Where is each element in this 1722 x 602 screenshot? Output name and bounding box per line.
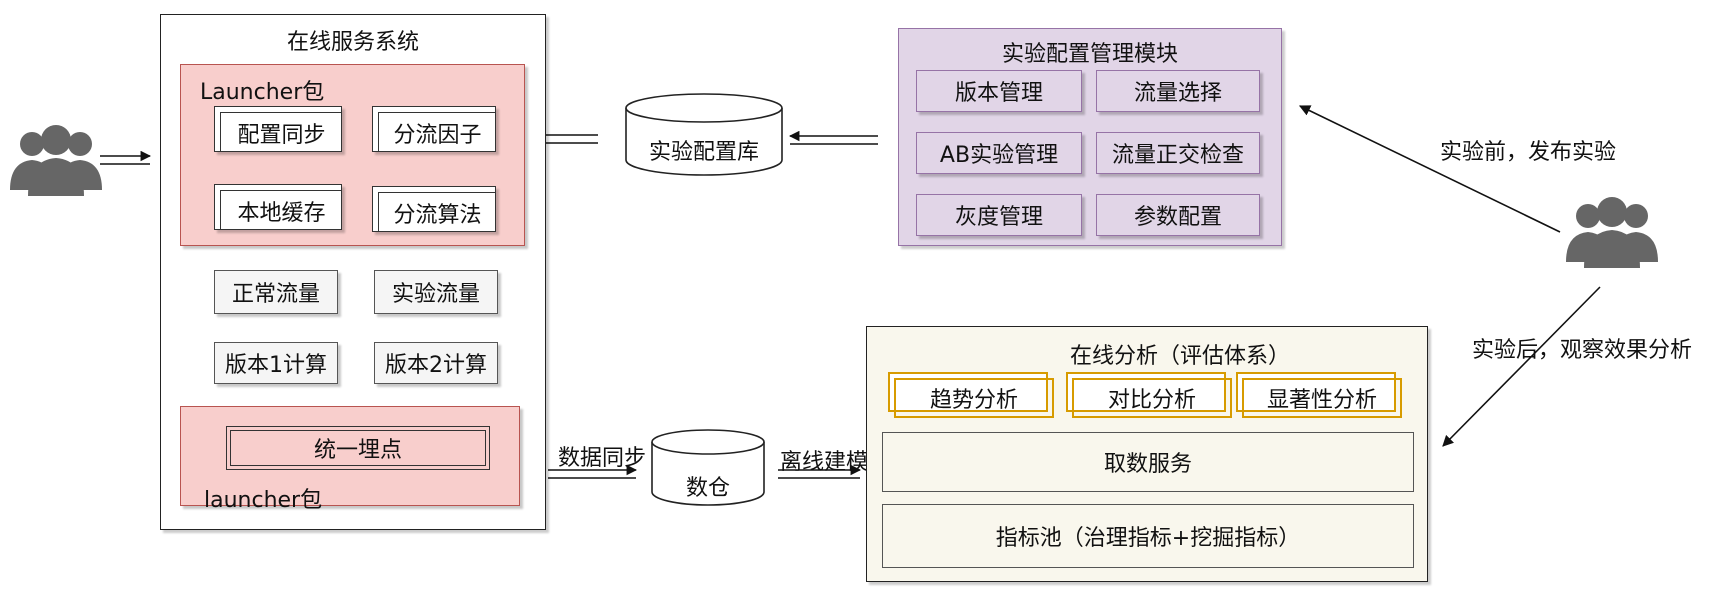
- trend-analysis-label: 趋势分析: [929, 388, 1018, 413]
- launcher-package-bottom: [180, 406, 520, 506]
- offline-modeling-label: 离线建模: [780, 450, 869, 475]
- significance-analysis-box: 显著性分析: [1242, 378, 1402, 418]
- config-module-title: 实验配置管理模块: [1001, 42, 1178, 67]
- orthogonal-check-label: 流量正交检查: [1111, 143, 1244, 168]
- fetch-service-label: 取数服务: [1103, 452, 1192, 477]
- metric-pool-label: 指标池（治理指标+挖掘指标）: [995, 526, 1301, 551]
- config-module-item-ab-management: AB实验管理: [916, 132, 1082, 174]
- data-sync-label: 数据同步: [558, 446, 647, 471]
- version1-compute-box: 版本1计算: [214, 342, 338, 384]
- compare-analysis-label: 对比分析: [1107, 388, 1196, 413]
- split-algorithm-box: 分流算法: [378, 192, 496, 232]
- trend-analysis-box: 趋势分析: [894, 378, 1054, 418]
- config-sync-box: 配置同步: [220, 112, 342, 152]
- online-service-system-title: 在线服务系统: [286, 30, 419, 55]
- experiment-traffic-box: 实验流量: [374, 270, 498, 314]
- local-cache-label: 本地缓存: [237, 200, 326, 226]
- experiment-traffic-label: 实验流量: [391, 282, 480, 307]
- version-management-label: 版本管理: [954, 81, 1043, 106]
- version1-compute-label: 版本1计算: [225, 353, 327, 378]
- config-sync-label: 配置同步: [237, 122, 326, 148]
- launcher-package-top-label: Launcher包: [200, 80, 325, 105]
- after-experiment-label: 实验后，观察效果分析: [1472, 338, 1693, 363]
- split-factor-outer: [372, 106, 496, 152]
- version2-compute-label: 版本2计算: [385, 353, 487, 378]
- data-warehouse-cylinder: [651, 429, 765, 506]
- fetch-service-box: 取数服务: [882, 432, 1414, 492]
- config-module-item-parameter-config: 参数配置: [1096, 194, 1260, 236]
- config-db-cylinder: [625, 93, 783, 176]
- config-db-label: 实验配置库: [648, 140, 759, 165]
- significance-analysis-label: 显著性分析: [1266, 388, 1377, 413]
- config-module-item-orthogonal-check: 流量正交检查: [1096, 132, 1260, 174]
- users-icon-right: [1566, 197, 1658, 268]
- unified-tracking-outer: [226, 426, 490, 470]
- before-experiment-label: 实验前，发布实验: [1440, 140, 1617, 165]
- split-factor-label: 分流因子: [393, 122, 482, 148]
- split-algorithm-label: 分流算法: [393, 202, 482, 228]
- ab-management-label: AB实验管理: [939, 143, 1059, 168]
- unified-tracking-label: 统一埋点: [313, 438, 402, 463]
- online-analysis-title: 在线分析（评估体系）: [1070, 344, 1291, 369]
- local-cache-box: 本地缓存: [220, 190, 342, 230]
- config-sync-outer: [214, 106, 342, 152]
- normal-traffic-label: 正常流量: [231, 282, 320, 307]
- users-icon: [10, 125, 102, 196]
- config-module-item-gray-release: 灰度管理: [916, 194, 1082, 236]
- unified-tracking-box: 统一埋点: [230, 430, 486, 466]
- arrow-user-to-analysis: [1442, 286, 1601, 447]
- launcher-package-bottom-label: launcher包: [204, 488, 323, 513]
- data-warehouse-label: 数仓: [685, 476, 730, 501]
- config-module-item-version-management: 版本管理: [916, 70, 1082, 112]
- arrow-user-to-module: [1298, 105, 1561, 233]
- split-factor-box: 分流因子: [378, 112, 496, 152]
- compare-analysis-box: 对比分析: [1072, 378, 1232, 418]
- config-module-item-traffic-selection: 流量选择: [1096, 70, 1260, 112]
- version2-compute-box: 版本2计算: [374, 342, 498, 384]
- gray-release-label: 灰度管理: [954, 205, 1043, 230]
- split-algorithm-outer: [372, 186, 496, 232]
- normal-traffic-box: 正常流量: [214, 270, 338, 314]
- metric-pool-box: 指标池（治理指标+挖掘指标）: [882, 504, 1414, 568]
- parameter-config-label: 参数配置: [1133, 205, 1222, 230]
- local-cache-outer: [214, 184, 342, 230]
- traffic-selection-label: 流量选择: [1133, 81, 1222, 106]
